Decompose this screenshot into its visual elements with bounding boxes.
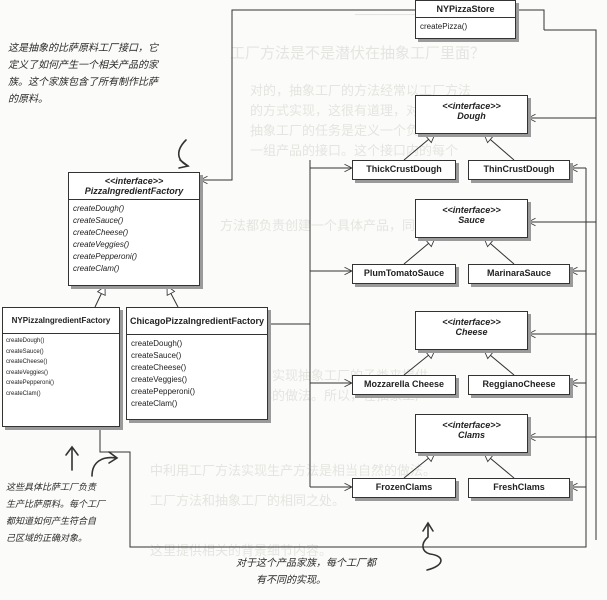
- class-chicago-pizza-ingredient-factory: ChicagoPizzaIngredientFactory createDoug…: [126, 307, 268, 420]
- method-item: createSauce(): [73, 216, 124, 225]
- class-name: ReggianoCheese: [482, 379, 556, 389]
- method-item: createPepperoni(): [6, 380, 55, 386]
- class-ny-pizza-store: NYPizzaStore createPizza(): [415, 0, 516, 39]
- note-line: 有不同的实现。: [256, 575, 326, 586]
- method-item: createVeggies(): [131, 375, 188, 384]
- class-marinara-sauce: MarinaraSauce: [468, 264, 570, 284]
- class-thick-crust-dough: ThickCrustDough: [352, 160, 456, 180]
- note-line: 这些具体比萨工厂负责: [6, 483, 97, 493]
- method-item: createVeggies(): [73, 240, 130, 249]
- interface-name: PizzaIngredientFactory: [84, 186, 184, 196]
- class-name: FrozenClams: [375, 482, 433, 492]
- stereotype-label: <<interface>>: [442, 317, 501, 327]
- method-item: createCheese(): [6, 359, 48, 365]
- note-line: 对于这个产品家族，每个工厂都: [236, 558, 376, 569]
- note-line: 己区域的正确对象。: [6, 534, 88, 544]
- class-name: Mozzarella Cheese: [363, 379, 445, 389]
- note-line: 都知道如何产生符合自: [6, 517, 97, 527]
- class-name: NYPizzaStore: [436, 4, 495, 14]
- class-ny-pizza-ingredient-factory: NYPizzaIngredientFactory createDough() c…: [2, 307, 120, 427]
- interface-sauce: <<interface>> Sauce: [415, 199, 528, 238]
- class-plum-tomato-sauce: PlumTomatoSauce: [352, 264, 456, 284]
- note-abstract-factory: 这是抽象的比萨原料工厂接口，它 定义了如何产生一个相关产品的家 族。这个家族包含…: [8, 40, 198, 108]
- note-line: 族。这个家族包含了所有制作比萨: [8, 77, 158, 88]
- method-item: createDough(): [73, 204, 125, 213]
- class-frozen-clams: FrozenClams: [352, 478, 456, 498]
- interface-name: Clams: [457, 430, 485, 440]
- interface-name: Sauce: [458, 215, 485, 225]
- class-mozzarella-cheese: Mozzarella Cheese: [352, 375, 456, 395]
- interface-name: Dough: [457, 111, 486, 121]
- method-item: createSauce(): [131, 351, 182, 360]
- class-name: MarinaraSauce: [486, 268, 552, 278]
- method-item: createPepperoni(): [73, 252, 138, 261]
- class-name: PlumTomatoSauce: [363, 268, 445, 278]
- interface-pizza-ingredient-factory: <<interface>> PizzaIngredientFactory cre…: [68, 172, 200, 286]
- method-item: createCheese(): [131, 363, 187, 372]
- note-line: 生产比萨原料。每个工厂: [6, 500, 106, 510]
- interface-cheese: <<interface>> Cheese: [415, 311, 528, 350]
- class-thin-crust-dough: ThinCrustDough: [468, 160, 570, 180]
- stereotype-label: <<interface>>: [442, 205, 501, 215]
- class-name: ThickCrustDough: [366, 164, 442, 174]
- stereotype-label: <<interface>>: [442, 420, 501, 430]
- method-item: createClam(): [73, 264, 120, 273]
- note-line: 定义了如何产生一个相关产品的家: [8, 60, 158, 71]
- class-name: NYPizzaIngredientFactory: [11, 316, 111, 325]
- method-create-pizza: createPizza(): [420, 22, 468, 31]
- class-fresh-clams: FreshClams: [468, 478, 570, 498]
- interface-clams: <<interface>> Clams: [415, 414, 528, 453]
- stereotype-label: <<interface>>: [442, 101, 501, 111]
- note-product-family: 对于这个产品家族，每个工厂都 有不同的实现。: [236, 555, 416, 589]
- class-name: ThinCrustDough: [483, 164, 555, 174]
- class-name: ChicagoPizzaIngredientFactory: [129, 316, 265, 326]
- method-item: createDough(): [131, 339, 183, 348]
- interface-dough: <<interface>> Dough: [415, 95, 528, 134]
- method-item: createSauce(): [6, 348, 44, 355]
- stereotype-label: <<interface>>: [104, 176, 164, 186]
- method-item: createPepperoni(): [131, 387, 196, 396]
- note-line: 这是抽象的比萨原料工厂接口，它: [8, 43, 158, 54]
- method-item: createClam(): [131, 399, 178, 408]
- class-reggiano-cheese: ReggianoCheese: [468, 375, 570, 395]
- class-name: FreshClams: [493, 482, 545, 492]
- note-concrete-factories: 这些具体比萨工厂负责 生产比萨原料。每个工厂 都知道如何产生符合自 己区域的正确…: [6, 480, 131, 548]
- method-item: createDough(): [6, 338, 45, 344]
- note-line: 的原料。: [8, 94, 48, 105]
- method-item: createVeggies(): [6, 369, 49, 376]
- interface-name: Cheese: [455, 327, 488, 337]
- method-item: createCheese(): [73, 228, 129, 237]
- method-item: createClam(): [6, 390, 41, 397]
